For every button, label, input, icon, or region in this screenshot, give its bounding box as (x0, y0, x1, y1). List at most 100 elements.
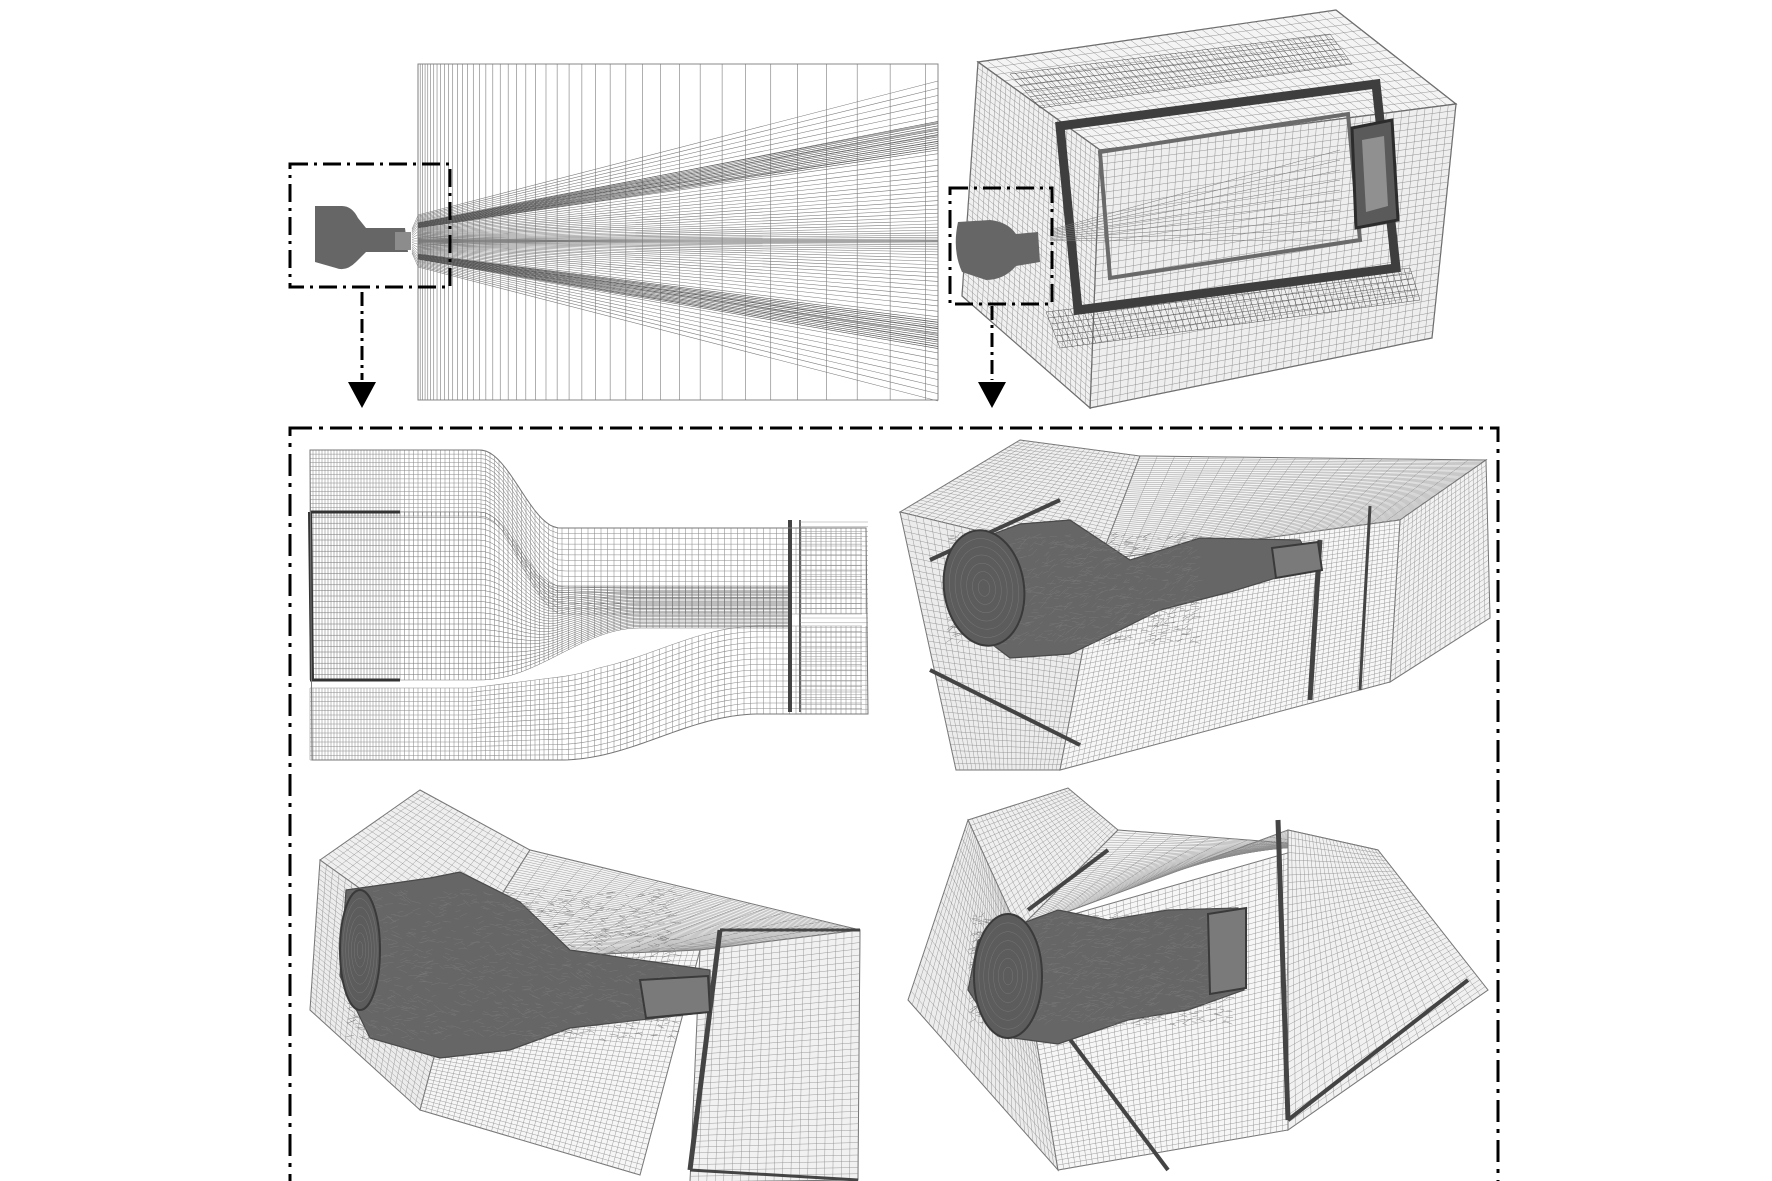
detail-3d-nozzle-mesh-line (528, 960, 536, 965)
detail-3d-nozzle-mesh-line (1185, 996, 1194, 998)
detail-3d-nozzle-mesh-line (427, 909, 435, 916)
detail-3d-nozzle-mesh-line (1097, 987, 1103, 990)
overview-2d-shear-line (417, 255, 939, 332)
detail-3d-nozzle-mesh-line (1105, 643, 1111, 646)
detail-3d-nozzle-mesh-line (562, 1020, 568, 1024)
detail-2d-duct-row (310, 522, 790, 591)
detail-3d-nozzle-mesh-line (495, 953, 504, 956)
detail-3d-nozzle-mesh-line (460, 992, 466, 995)
detail-3d-nozzle-mesh-line (352, 1014, 359, 1018)
detail-3d-nozzle-mesh-line (1143, 943, 1152, 948)
detail-3d-view-b (309, 789, 861, 1181)
detail-3d-nozzle-mesh-line (604, 931, 612, 937)
detail-3d-nozzle-mesh-line (531, 995, 541, 1000)
detail-3d-nozzle-mesh-line (1138, 1007, 1144, 1012)
overview-3d-right-grid-v (1092, 272, 1439, 337)
detail-3d-nozzle-mesh-line (1107, 954, 1116, 957)
detail-3d-nozzle-mesh-line (1060, 542, 1067, 546)
detail-3d-nozzle-mesh-line (1147, 1015, 1154, 1018)
overview-2d-hline (417, 164, 939, 229)
detail-3d-nozzle-mesh-line (1090, 547, 1097, 552)
detail-3d-nozzle-mesh-line (663, 928, 672, 933)
detail-3d-nozzle-mesh-line (1128, 585, 1134, 589)
detail-3d-nozzle-mesh-line (1116, 975, 1121, 978)
overview-2d-inlet-line (411, 234, 419, 239)
overview-3d-left-grid-v (976, 79, 1100, 170)
detail-3d-nozzle-mesh-line (1058, 929, 1065, 935)
detail-3d-nozzle-mesh-line (595, 905, 605, 908)
detail-3d-nozzle-mesh-line (519, 1039, 526, 1043)
detail-3d-nozzle-mesh-line (1067, 627, 1074, 633)
detail-3d-nozzle-mesh-line (1134, 613, 1141, 615)
detail-3d-nozzle-mesh-line (1023, 622, 1030, 626)
detail-3d-nozzle-mesh-line (1079, 602, 1089, 606)
detail-3d-nozzle-mesh-line (452, 967, 457, 970)
detail-3d-nozzle-mesh-line (506, 948, 514, 950)
detail-3d-nozzle-mesh-line (1169, 933, 1177, 937)
overview-3d-inner-frame-border (1055, 78, 1401, 316)
detail-3d-nozzle-mesh-line (1086, 637, 1096, 643)
detail-3d-nozzle-mesh-line (1047, 633, 1053, 636)
detail-3d-shell-grid-v (1064, 661, 1392, 744)
detail-2d-outer-row (310, 713, 862, 761)
detail-3d-nozzle-mesh-line (422, 1008, 427, 1011)
detail-3d-nozzle-mesh-line (1135, 542, 1141, 546)
overview-2d-hline (417, 250, 939, 301)
detail-3d-nozzle-mesh-line (1110, 635, 1118, 641)
detail-3d-nozzle-mesh-line (512, 909, 521, 913)
detail-3d-nozzle-mesh-line (615, 1016, 620, 1020)
detail-3d-nozzle-mesh-line (639, 932, 648, 937)
detail-3d-nozzle-mesh-line (1139, 1015, 1148, 1021)
detail-3d-shell-grid-v (1287, 902, 1420, 943)
overview-3d-dense-band-v (1014, 38, 1334, 80)
detail-3d-nozzle-mesh-line (550, 900, 557, 904)
overview-2d-hline (417, 241, 939, 248)
detail-3d-nozzle-mesh-line (1088, 938, 1097, 943)
detail-3d-nozzle-mesh-line (1055, 540, 1065, 544)
detail-3d-shell-grid-v (1399, 459, 1487, 521)
detail-3d-nozzle-mesh-line (405, 896, 413, 902)
detail-3d-nozzle-mesh-line (425, 966, 433, 969)
detail-3d-nozzle-mesh-line (1105, 961, 1110, 963)
detail-3d-nozzle-mesh-line (1219, 997, 1228, 1004)
detail-3d-nozzle-mesh-line (1198, 995, 1206, 999)
detail-3d-nozzle-mesh-line (615, 949, 623, 954)
detail-3d-shell-grid-v (1391, 591, 1490, 656)
detail-3d-nozzle-mesh-line (1187, 547, 1194, 553)
detail-3d-shell-grid-v (985, 802, 1086, 859)
detail-3d-nozzle-mesh-line (665, 898, 675, 903)
detail-3d-nozzle-mesh-line (1074, 953, 1079, 958)
detail-3d-nozzle-mesh-line (540, 910, 547, 912)
detail-3d-nozzle-mesh-line (1080, 594, 1086, 598)
detail-3d-nozzle-mesh-line (613, 930, 621, 933)
detail-3d-shell-grid-v (310, 995, 424, 1097)
detail-3d-nozzle-mesh-line (1190, 585, 1195, 587)
detail-3d-nozzle-mesh-line (382, 921, 388, 924)
detail-3d-nozzle-mesh-line (1097, 586, 1107, 590)
detail-3d-nozzle-mesh-line (1046, 936, 1053, 939)
detail-3d-nozzle-mesh-line (1045, 560, 1053, 565)
detail-3d-nozzle-mesh-line (370, 1020, 379, 1023)
detail-3d-nozzle-mesh-line (1081, 625, 1086, 629)
detail-3d-nozzle-mesh-line (1102, 1001, 1108, 1005)
overview-3d-left-grid-v (975, 91, 1099, 183)
detail-3d-nozzle-mesh-line (617, 1001, 625, 1003)
detail-3d-nozzle-mesh-line (1190, 588, 1196, 593)
detail-3d-nozzle-mesh-line (648, 968, 654, 970)
detail-3d-nozzle-mesh-line (459, 913, 467, 917)
detail-3d-nozzle-mesh-line (1081, 972, 1087, 974)
detail-3d-nozzle-mesh-line (1036, 592, 1045, 595)
detail-3d-nozzle-mesh-line (1118, 555, 1124, 559)
detail-3d-shell-grid-v (1060, 677, 1391, 765)
detail-3d-nozzle-mesh-line (496, 913, 504, 917)
detail-3d-nozzle-mesh-line (506, 972, 512, 975)
detail-3d-nozzle-mesh-line (1153, 615, 1162, 618)
detail-3d-shell-grid-v (1287, 884, 1406, 906)
detail-3d-nozzle-mesh-line (1070, 544, 1078, 550)
detail-3d-nozzle-mesh-line (389, 998, 396, 1004)
detail-3d-nozzle-mesh-line (1099, 631, 1108, 635)
overview-2d-hline (417, 232, 939, 240)
detail-3d-nozzle-mesh-line (1175, 970, 1185, 976)
detail-3d-nozzle-mesh-line (1114, 609, 1124, 615)
detail-3d-nozzle-mesh-line (1095, 577, 1105, 580)
